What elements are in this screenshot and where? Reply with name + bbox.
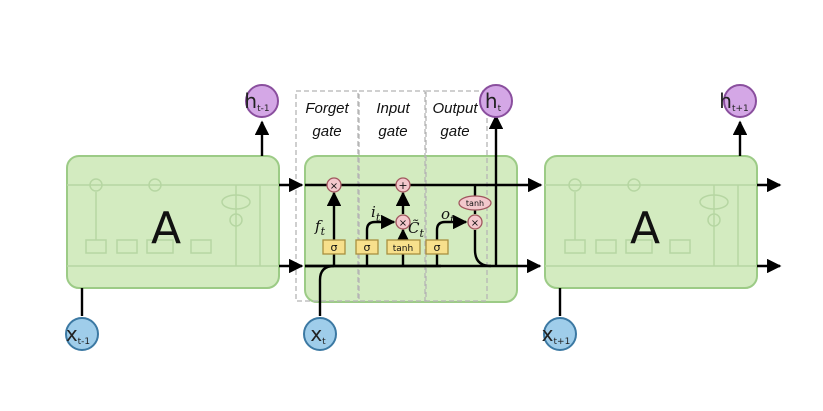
output-node-prev: ht-1 (244, 84, 279, 118)
forget-multiply-op (326, 177, 342, 193)
forget-multiply-text: × (330, 181, 338, 192)
output-sigma-layer (425, 239, 449, 255)
input-sigma-text: σ (364, 241, 371, 254)
i-annotation: it (371, 203, 381, 224)
annotations: ft it C̃t ot (314, 203, 455, 240)
pointwise-ops: × + × tanh × (326, 177, 492, 230)
output-multiply-op (467, 214, 483, 230)
output-node-current: ht (479, 84, 513, 118)
output-node-next: ht+1 (719, 84, 757, 118)
svg-text:xt+1: xt+1 (542, 322, 571, 347)
output-tanh-op (458, 195, 492, 211)
f-annotation: ft (314, 217, 326, 238)
input-node-prev: xt-1 (65, 317, 99, 351)
input-node-next: xt+1 (542, 317, 577, 351)
input-sigma-layer (355, 239, 379, 255)
tanh-layer-text: tanh (393, 244, 413, 254)
c-annotation: C̃t (408, 219, 424, 240)
add-op (395, 177, 411, 193)
output-tanh-text: tanh (466, 199, 484, 208)
output-gate-box (425, 90, 488, 302)
input-sigma-to-mult (365, 214, 396, 240)
layers: σ σ tanh σ (322, 239, 449, 255)
svg-text:xt-1: xt-1 (66, 322, 90, 347)
cell-next: A (544, 155, 758, 289)
input-multiply-text: × (399, 218, 407, 229)
o-annotation: ot (441, 205, 455, 226)
add-op-text: + (398, 179, 407, 192)
svg-text:ht: ht (485, 89, 502, 114)
output-gate-label-line1: Output (432, 100, 478, 117)
svg-text:ht+1: ht+1 (719, 89, 748, 114)
input-gate-box (358, 90, 426, 302)
tanh-layer (386, 239, 421, 255)
input-node-current: xt (303, 317, 337, 351)
out-mult-to-hidden (473, 230, 492, 268)
cell-prev-internal-structure (67, 178, 279, 267)
gate-boxes (295, 90, 488, 302)
forget-gate-label-line1: Forget (305, 100, 349, 117)
cell-prev-box (66, 155, 280, 289)
output-multiply-text: × (471, 218, 479, 229)
output-gate-label-line2: gate (440, 123, 469, 140)
svg-text:ht-1: ht-1 (244, 89, 269, 114)
forget-sigma-layer (322, 239, 346, 255)
forget-sigma-text: σ (331, 241, 338, 254)
input-gate-label-line1: Input (376, 100, 410, 117)
cell-prev: A (66, 155, 280, 289)
cell-next-box (544, 155, 758, 289)
cell-prev-label: A (151, 203, 181, 254)
input-multiply-op (395, 214, 411, 230)
cell-next-internal-structure (545, 178, 757, 267)
flow-lines (80, 114, 782, 316)
output-sigma-text: σ (434, 241, 441, 254)
forget-gate-label-line2: gate (312, 123, 341, 140)
input-gate-label-line2: gate (378, 123, 407, 140)
output-sigma-to-mult (435, 214, 468, 240)
svg-text:xt: xt (310, 322, 326, 347)
cell-next-label: A (630, 203, 660, 254)
